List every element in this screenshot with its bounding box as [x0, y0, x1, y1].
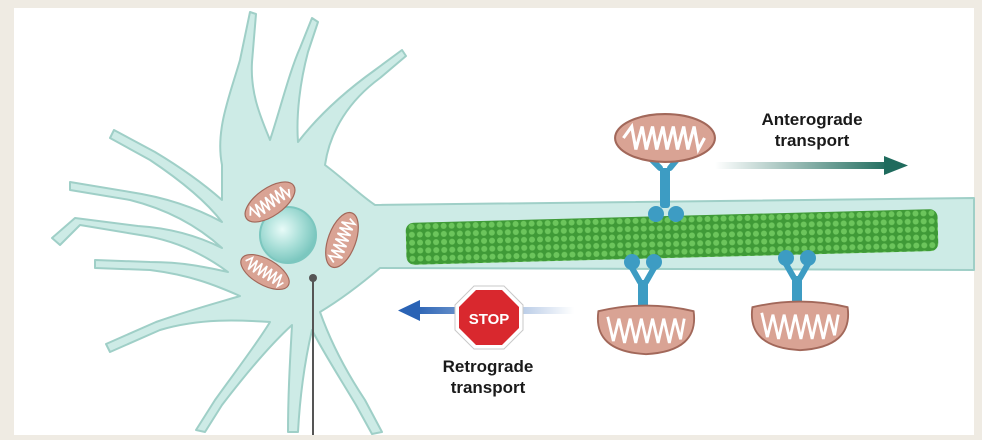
retrograde-label-line1: Retrograde [443, 357, 534, 376]
anterograde-label-line1: Anterograde [761, 110, 862, 129]
anterograde-label-line2: transport [775, 131, 850, 150]
anterograde-mitochondrion [615, 114, 715, 162]
stop-sign-text: STOP [469, 311, 510, 328]
stop-sign-icon: STOP [455, 286, 523, 349]
retrograde-label-line2: transport [451, 378, 526, 397]
